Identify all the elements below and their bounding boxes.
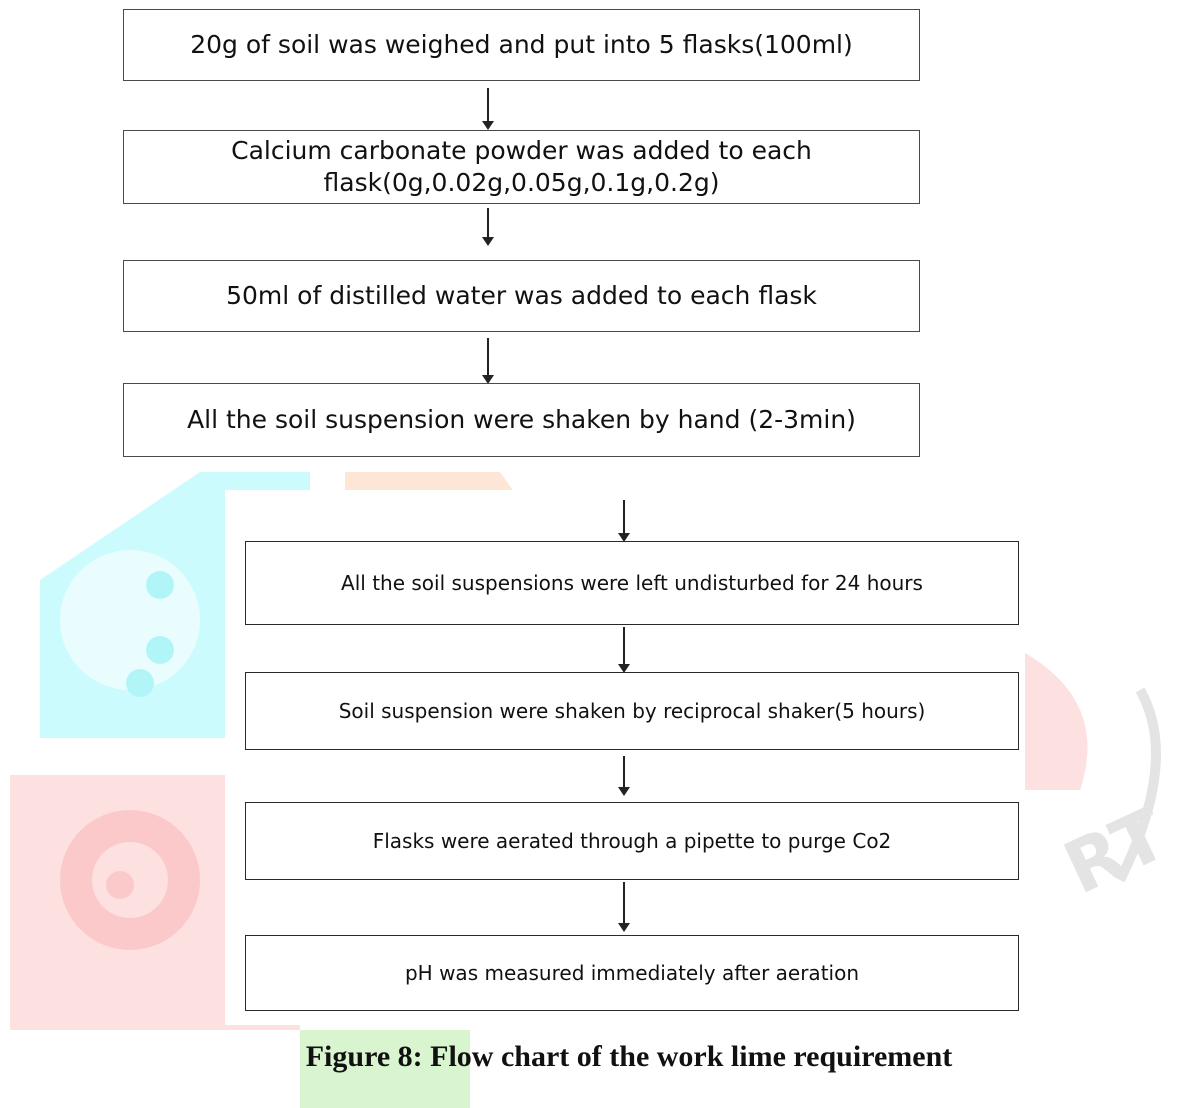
step-7-text: Flasks were aerated through a pipette to… (372, 828, 892, 853)
arrow-5 (618, 627, 630, 673)
step-4-text: All the soil suspension were shaken by h… (187, 404, 856, 434)
step-5-text: All the soil suspensions were left undis… (341, 570, 923, 595)
arrow-3 (482, 338, 494, 384)
step-5-box: All the soil suspensions were left undis… (245, 541, 1019, 625)
arrow-4 (618, 500, 630, 542)
watermark-letters: RT (1052, 791, 1177, 910)
arrow-1 (482, 88, 494, 130)
step-2-text: Calcium carbonate powder was added to ea… (231, 135, 812, 198)
step-1-box: 20g of soil was weighed and put into 5 f… (123, 9, 920, 81)
arrow-7 (618, 882, 630, 932)
step-6-box: Soil suspension were shaken by reciproca… (245, 672, 1019, 750)
step-7-box: Flasks were aerated through a pipette to… (245, 802, 1019, 880)
step-8-text: pH was measured immediately after aerati… (404, 960, 859, 985)
step-6-text: Soil suspension were shaken by reciproca… (338, 698, 926, 723)
step-4-box: All the soil suspension were shaken by h… (123, 383, 920, 457)
arrow-2 (482, 208, 494, 246)
step-2-box: Calcium carbonate powder was added to ea… (123, 130, 920, 204)
step-3-text: 50ml of distilled water was added to eac… (226, 280, 817, 310)
step-1-text: 20g of soil was weighed and put into 5 f… (190, 29, 853, 59)
step-8-box: pH was measured immediately after aerati… (245, 935, 1019, 1011)
figure-caption: Figure 8: Flow chart of the work lime re… (305, 1040, 953, 1073)
step-3-box: 50ml of distilled water was added to eac… (123, 260, 920, 332)
arrow-6 (618, 756, 630, 796)
